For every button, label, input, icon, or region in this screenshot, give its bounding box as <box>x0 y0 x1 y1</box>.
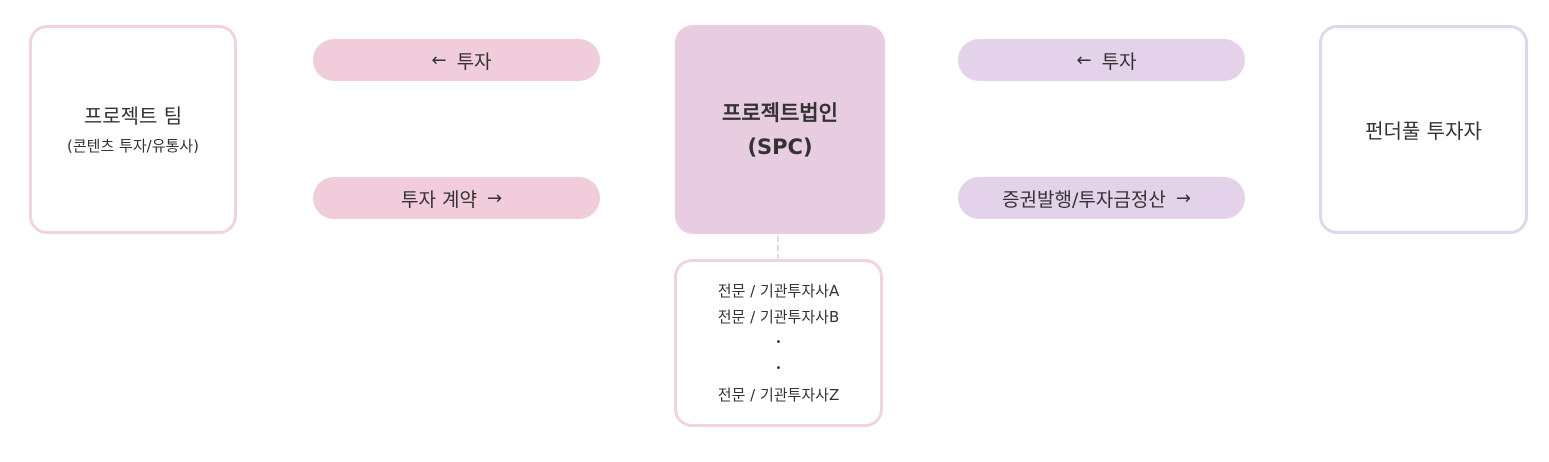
investment-contract-label: 투자 계약 <box>400 188 477 211</box>
invest-arrow-left-pill: ← 투자 <box>313 39 600 81</box>
ellipsis-dot: • <box>775 337 782 348</box>
dashed-connector <box>777 236 779 260</box>
spc-title: 프로젝트법인 <box>722 100 838 125</box>
funderpool-investor-box: 펀더풀 투자자 <box>1319 25 1528 234</box>
ellipsis-dot: • <box>775 363 782 374</box>
invest-label: 투자 <box>1101 50 1137 73</box>
investment-contract-pill: 투자 계약 → <box>313 177 600 219</box>
investor-line: 전문 / 기관투자사B <box>717 308 840 326</box>
securities-settlement-label: 증권발행/투자금정산 <box>1002 188 1166 211</box>
spc-box: 프로젝트법인 (SPC) <box>675 25 885 234</box>
arrow-right-icon: → <box>486 187 503 209</box>
arrow-left-icon: ← <box>431 49 447 71</box>
project-team-subtitle: (콘텐츠 투자/유통사) <box>67 136 199 155</box>
spc-abbreviation: (SPC) <box>747 134 813 159</box>
investor-line: 전문 / 기관투자사Z <box>717 386 840 404</box>
arrow-left-icon: ← <box>1076 49 1092 71</box>
institutional-investors-box: 전문 / 기관투자사A 전문 / 기관투자사B • • 전문 / 기관투자사Z <box>674 259 883 427</box>
project-team-title: 프로젝트 팀 <box>83 103 183 128</box>
invest-label: 투자 <box>456 50 492 73</box>
project-team-box: 프로젝트 팀 (콘텐츠 투자/유통사) <box>29 25 237 234</box>
invest-arrow-left-pill-right: ← 투자 <box>958 39 1245 81</box>
arrow-right-icon: → <box>1175 187 1191 209</box>
funderpool-investor-title: 펀더풀 투자자 <box>1365 119 1482 143</box>
securities-settlement-pill: 증권발행/투자금정산 → <box>958 177 1245 219</box>
investor-line: 전문 / 기관투자사A <box>717 282 840 300</box>
